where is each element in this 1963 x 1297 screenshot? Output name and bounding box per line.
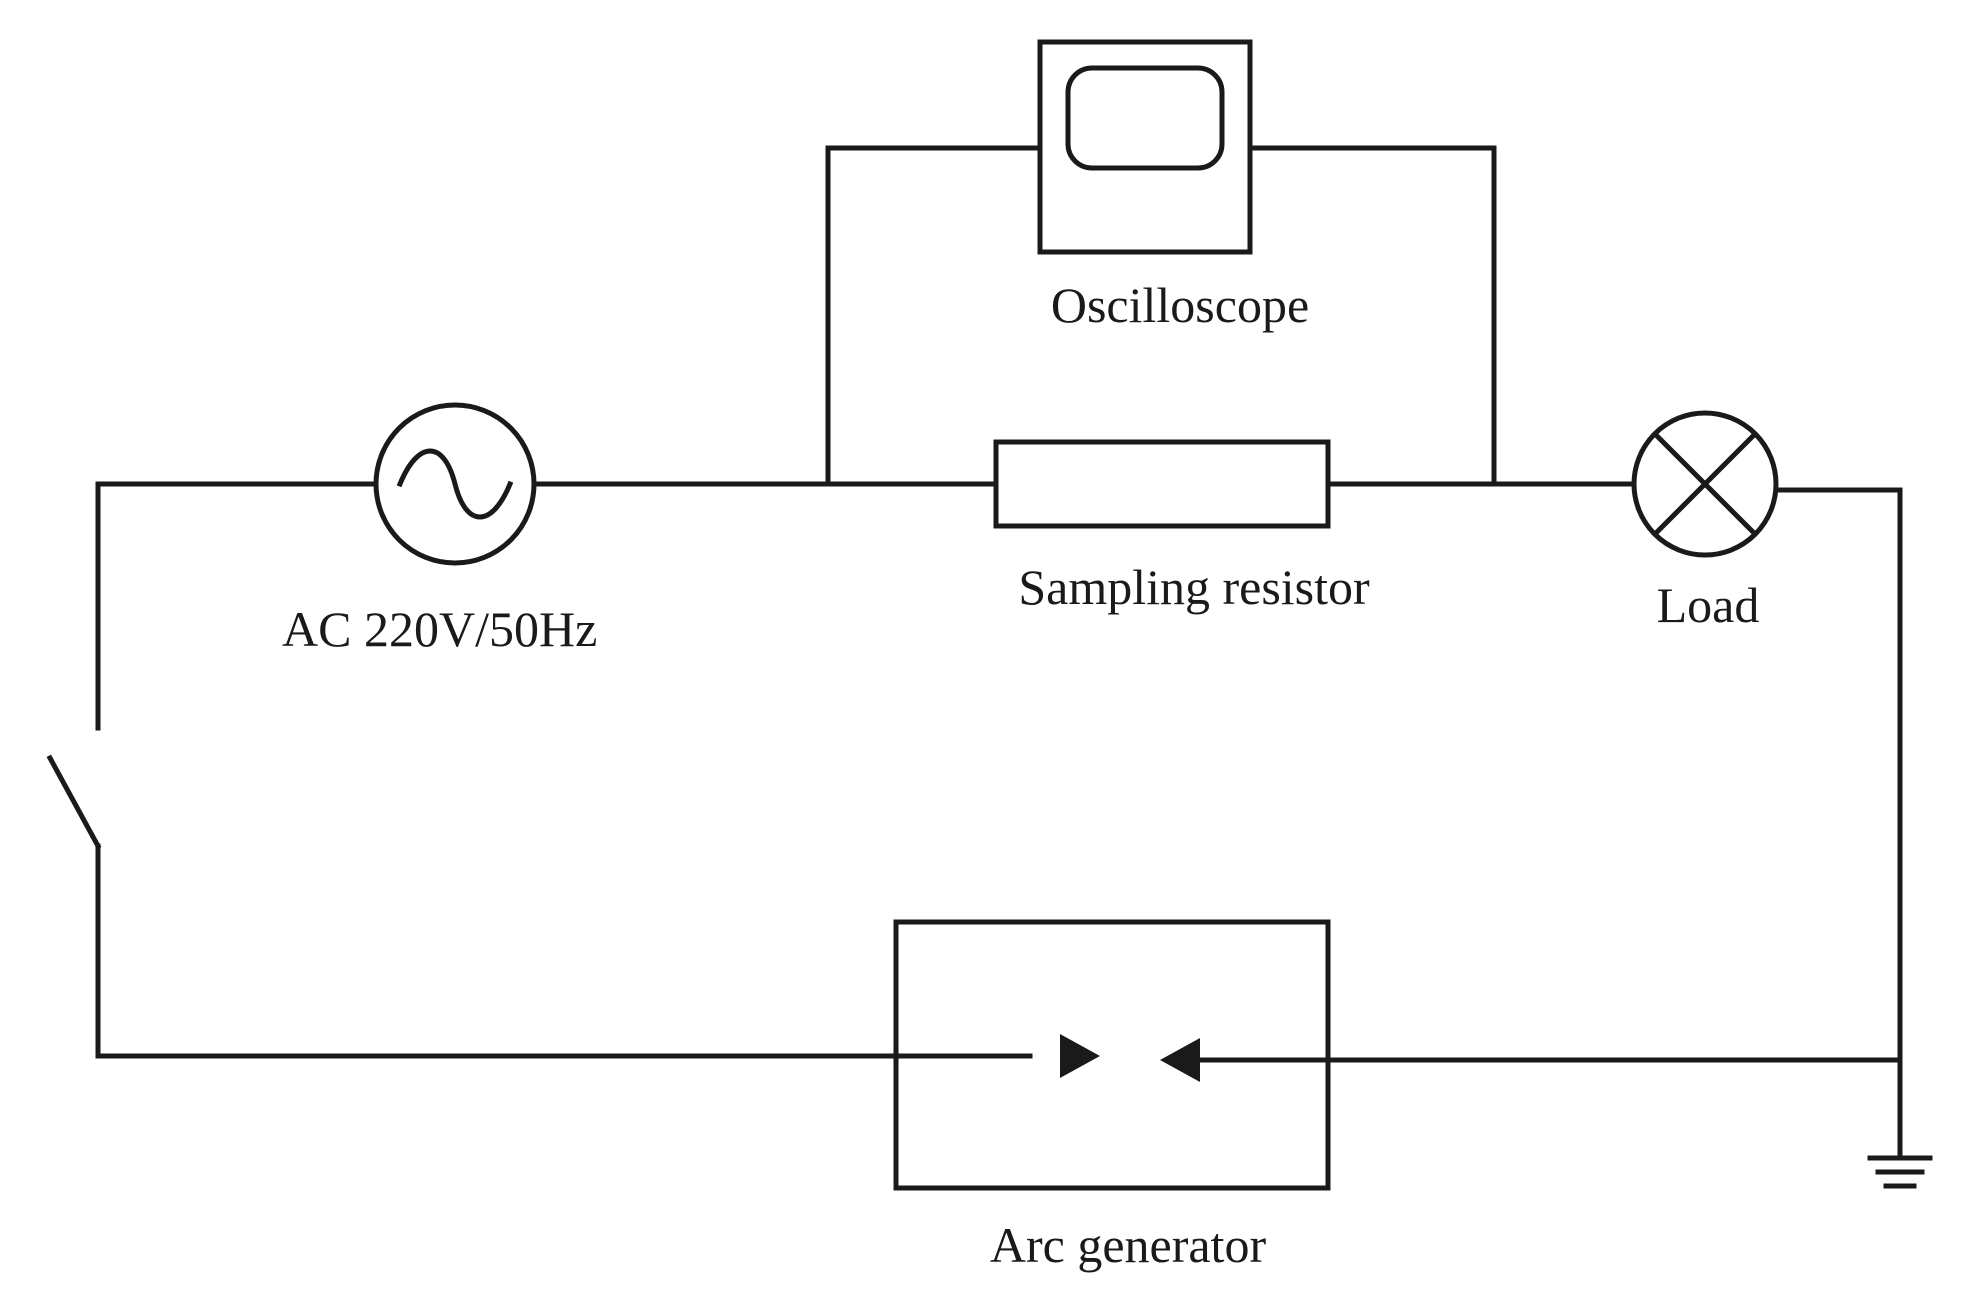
wire-left-upper	[95, 481, 379, 731]
arc-generator-box	[893, 919, 1331, 1191]
sampling-resistor-label: Sampling resistor	[1018, 559, 1370, 615]
wire-left-lower	[95, 843, 1033, 1059]
wire-scope-probe-left	[825, 145, 1043, 487]
oscilloscope-screen-icon	[1065, 65, 1225, 171]
wire-scope-probe-right	[1247, 145, 1497, 487]
arc-electrode-left-arrow	[1060, 1034, 1100, 1078]
arc-generator	[893, 919, 1331, 1191]
oscilloscope-body	[1037, 39, 1253, 255]
oscilloscope	[1037, 39, 1253, 255]
arc-electrode-right-arrow	[1160, 1038, 1200, 1082]
ac-sine-source-icon	[373, 402, 537, 566]
ac-source-label: AC 220V/50Hz	[282, 601, 597, 657]
wires	[95, 145, 1903, 1161]
arc-generator-label: Arc generator	[990, 1217, 1267, 1273]
ground-icon	[1867, 1155, 1933, 1189]
oscilloscope-label: Oscilloscope	[1051, 277, 1309, 333]
lamp-cross-icon	[1631, 410, 1779, 558]
load-label: Load	[1657, 577, 1760, 633]
sampling-resistor	[993, 439, 1331, 529]
open-switch-icon	[46, 754, 102, 850]
wire-load-to-right	[1773, 487, 1903, 1161]
